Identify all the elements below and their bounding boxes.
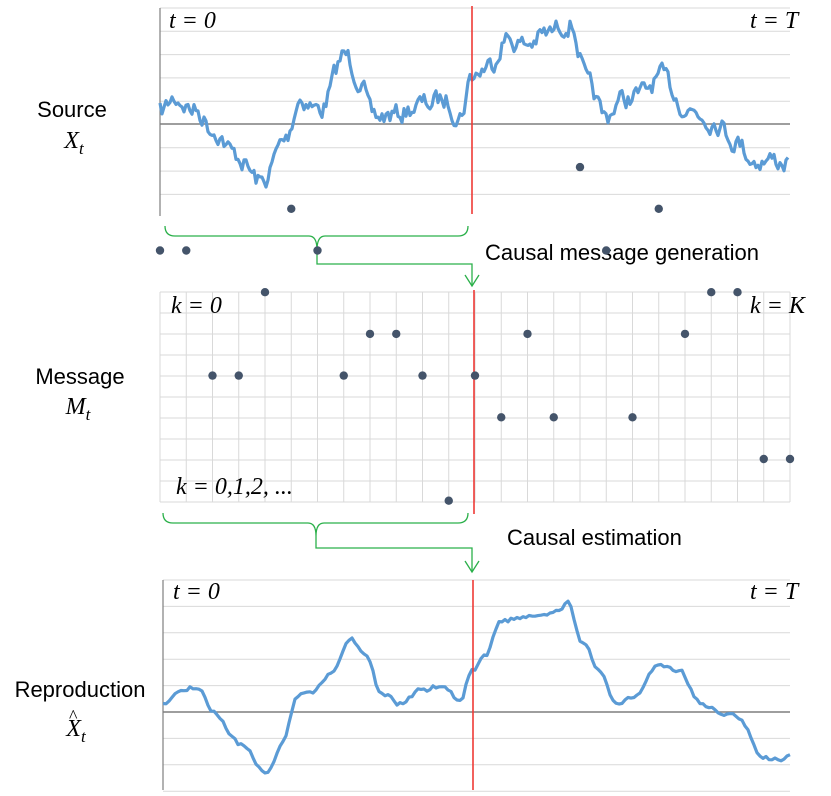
source-start-time-label: t = 0 (169, 8, 216, 34)
reproduction-signal-curve (162, 599, 791, 775)
reproduction-panel: t = 0 t = T Reproduction Xt ^ (15, 579, 800, 792)
source-signal-curve (158, 19, 790, 189)
message-index-note: k = 0,1,2, ... (176, 474, 293, 500)
message-label: Message (35, 364, 124, 389)
source-end-time-label: t = T (750, 8, 800, 34)
source-label: Source (37, 97, 107, 122)
message-dot (549, 413, 558, 422)
generation-arrow-label: Causal message generation (485, 240, 759, 265)
message-dot (470, 371, 480, 380)
message-dot (155, 246, 165, 255)
message-dot (260, 288, 270, 297)
reproduction-label: Reproduction (15, 677, 146, 702)
message-dot (628, 413, 637, 422)
estimation-brace-arrow (162, 512, 480, 574)
estimation-arrow-label: Causal estimation (507, 525, 682, 550)
message-end-index-label: k = K (750, 293, 807, 319)
message-dot (313, 246, 322, 255)
message-panel: k = 0 k = K k = 0,1,2, ... Message Mt (35, 162, 807, 514)
message-dot (418, 371, 427, 380)
message-variable: Mt (65, 394, 92, 424)
reproduction-variable: Xt (65, 716, 87, 746)
message-dot (654, 204, 663, 213)
reproduction-start-time-label: t = 0 (173, 579, 220, 605)
source-variable: Xt (63, 128, 85, 158)
message-dot (707, 288, 716, 297)
message-dot (208, 371, 217, 380)
source-panel: t = 0 t = T Source Xt (37, 6, 800, 216)
message-dot (497, 413, 506, 422)
message-dot (680, 329, 690, 339)
message-dot (759, 454, 768, 464)
message-dot (785, 454, 795, 464)
source-gridlines (160, 7, 790, 195)
message-dot (444, 496, 453, 505)
reproduction-hat-accent: ^ (69, 706, 78, 726)
message-grid (159, 291, 791, 503)
message-dots (155, 162, 795, 505)
message-dot (523, 329, 532, 339)
message-dot (182, 246, 191, 255)
reproduction-gridlines (163, 579, 790, 792)
message-start-index-label: k = 0 (171, 293, 222, 319)
message-dot (339, 371, 348, 380)
message-dot (365, 329, 375, 339)
message-dot (575, 162, 585, 172)
message-dot (234, 371, 243, 380)
message-dot (392, 329, 401, 339)
generation-brace-arrow (164, 225, 480, 288)
reproduction-end-time-label: t = T (750, 579, 800, 605)
message-dot (733, 288, 742, 297)
message-dot (602, 246, 611, 255)
message-dot (287, 204, 296, 213)
